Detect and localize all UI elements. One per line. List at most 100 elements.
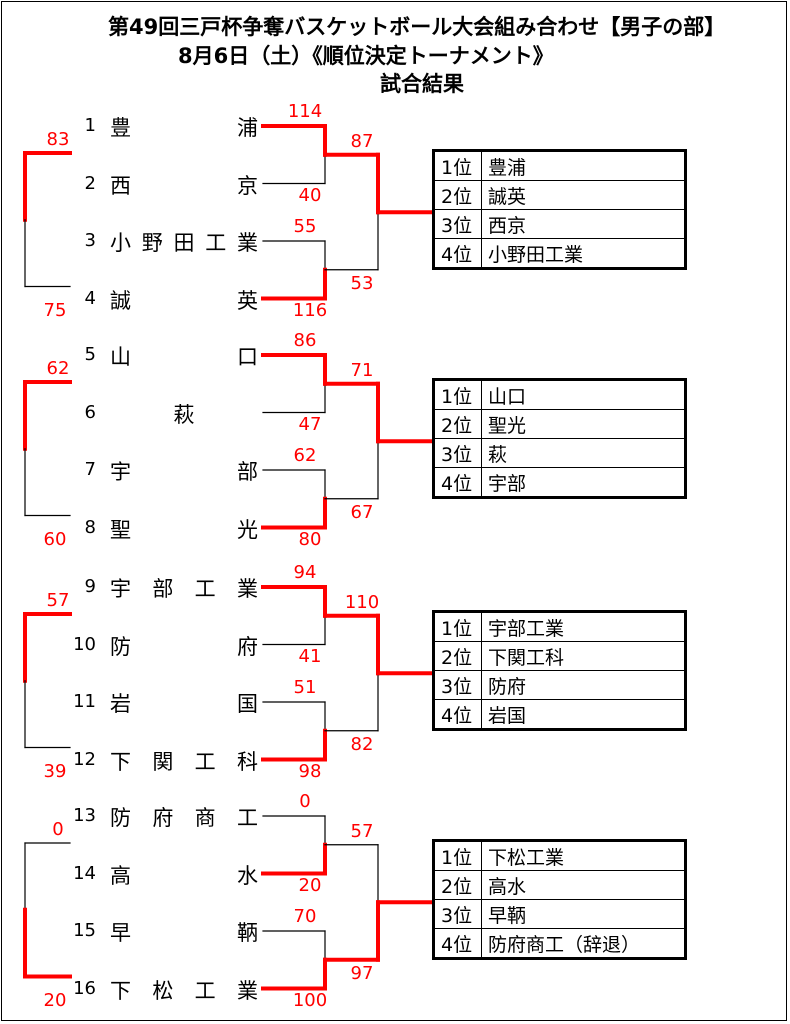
team-name-char: 松 bbox=[152, 978, 174, 1003]
rank-cell: 4位 bbox=[433, 238, 482, 269]
team-name: 山口 bbox=[110, 341, 258, 371]
team-name: 誠英 bbox=[110, 285, 258, 315]
team-name: 豊浦 bbox=[110, 112, 258, 142]
team-name: 防府 bbox=[110, 631, 258, 661]
team-name-char: 業 bbox=[236, 978, 258, 1003]
rank-cell: 1位 bbox=[433, 611, 482, 642]
team-number: 2 bbox=[84, 172, 96, 194]
team-cell: 防府 bbox=[481, 670, 686, 700]
team-name-char: 商 bbox=[194, 806, 216, 830]
team-cell: 下関工科 bbox=[481, 641, 686, 671]
team-name-char: 科 bbox=[236, 749, 258, 774]
rank-cell: 3位 bbox=[433, 209, 482, 239]
results-row: 3位早鞆 bbox=[433, 899, 686, 929]
rank-cell: 1位 bbox=[433, 150, 482, 181]
team-name-char: 鞆 bbox=[237, 921, 258, 945]
team-name-char: 宇 bbox=[110, 577, 131, 601]
team-name: 小野田工業 bbox=[110, 227, 258, 257]
final-score: 67 bbox=[350, 501, 374, 523]
team-name-char: 小 bbox=[110, 231, 131, 255]
third-place-score: 39 bbox=[43, 760, 67, 782]
team-name: 下松工業 bbox=[110, 975, 258, 1005]
team-name-char: 宇 bbox=[110, 460, 131, 484]
final-score: 97 bbox=[350, 962, 374, 984]
semifinal-score: 94 bbox=[293, 562, 317, 583]
team-number: 7 bbox=[84, 459, 96, 480]
team-cell: 宇部工業 bbox=[481, 611, 686, 642]
rank-cell: 2位 bbox=[433, 409, 482, 439]
results-row: 2位聖光 bbox=[433, 409, 686, 439]
semifinal-score: 116 bbox=[292, 299, 328, 321]
team-name: 宇部 bbox=[110, 456, 258, 486]
results-row: 2位高水 bbox=[433, 870, 686, 900]
third-place-score: 83 bbox=[46, 129, 70, 150]
team-name-char: 工 bbox=[194, 978, 216, 1003]
team-name-char: 部 bbox=[152, 577, 174, 601]
semifinal-score: 51 bbox=[293, 677, 317, 698]
team-name-char: 業 bbox=[237, 231, 258, 255]
team-name: 高水 bbox=[110, 860, 258, 890]
team-name-char: 早 bbox=[110, 921, 131, 945]
team-name-char: 府 bbox=[237, 634, 258, 659]
team-name-char: 浦 bbox=[237, 116, 258, 140]
semifinal-score: 86 bbox=[293, 330, 317, 351]
team-name-char: 山 bbox=[110, 345, 131, 369]
semifinal-score: 70 bbox=[293, 906, 317, 927]
third-place-score: 62 bbox=[46, 358, 70, 379]
team-name-char: 工 bbox=[236, 806, 258, 830]
results-row: 3位萩 bbox=[433, 438, 686, 468]
rank-cell: 2位 bbox=[433, 870, 482, 900]
team-name-char: 下 bbox=[110, 749, 131, 774]
team-number: 13 bbox=[73, 805, 96, 826]
semifinal-score: 55 bbox=[293, 216, 317, 237]
team-name-char: 西 bbox=[110, 173, 131, 198]
rank-cell: 2位 bbox=[433, 180, 482, 210]
team-number: 4 bbox=[84, 287, 96, 309]
rank-cell: 4位 bbox=[433, 699, 482, 730]
team-cell: 山口 bbox=[481, 379, 686, 410]
rank-cell: 4位 bbox=[433, 928, 482, 959]
team-name-char: 豊 bbox=[110, 116, 131, 140]
team-number: 14 bbox=[73, 862, 96, 884]
team-name-char: 高 bbox=[110, 863, 131, 888]
semifinal-score: 47 bbox=[298, 413, 322, 435]
rank-cell: 4位 bbox=[433, 467, 482, 498]
team-number: 9 bbox=[84, 576, 96, 597]
third-place-score: 57 bbox=[46, 590, 70, 611]
team-name-char: 業 bbox=[236, 577, 258, 601]
rank-cell: 3位 bbox=[433, 670, 482, 700]
team-name: 防府商工 bbox=[110, 802, 258, 832]
team-cell: 岩国 bbox=[481, 699, 686, 730]
team-name-char: 萩 bbox=[173, 402, 195, 427]
results-row: 4位小野田工業 bbox=[433, 238, 686, 269]
team-number: 8 bbox=[84, 516, 96, 538]
team-cell: 西京 bbox=[481, 209, 686, 239]
semifinal-score: 0 bbox=[299, 791, 311, 812]
team-cell: 防府商工（辞退） bbox=[481, 928, 686, 959]
team-number: 1 bbox=[84, 115, 96, 136]
team-name-char: 光 bbox=[237, 517, 258, 542]
team-name-char: 田 bbox=[173, 231, 195, 255]
team-name: 西京 bbox=[110, 170, 258, 200]
rank-cell: 1位 bbox=[433, 840, 482, 871]
rank-cell: 3位 bbox=[433, 438, 482, 468]
team-number: 15 bbox=[73, 920, 96, 941]
team-cell: 早鞆 bbox=[481, 899, 686, 929]
team-number: 5 bbox=[84, 344, 96, 365]
semifinal-score: 62 bbox=[293, 445, 317, 466]
third-place-score: 0 bbox=[52, 819, 64, 840]
team-number: 6 bbox=[84, 401, 96, 423]
final-score: 57 bbox=[350, 820, 374, 842]
team-name-char: 府 bbox=[152, 806, 174, 830]
results-row: 1位宇部工業 bbox=[433, 611, 686, 642]
team-name-char: 水 bbox=[237, 863, 258, 888]
team-number: 10 bbox=[73, 633, 96, 655]
results-row: 4位防府商工（辞退） bbox=[433, 928, 686, 959]
third-place-score: 20 bbox=[43, 989, 67, 1011]
rank-cell: 2位 bbox=[433, 641, 482, 671]
team-name-char: 工 bbox=[205, 231, 227, 255]
final-score: 53 bbox=[350, 272, 374, 294]
team-name-char: 口 bbox=[237, 345, 258, 369]
results-row: 4位宇部 bbox=[433, 467, 686, 498]
